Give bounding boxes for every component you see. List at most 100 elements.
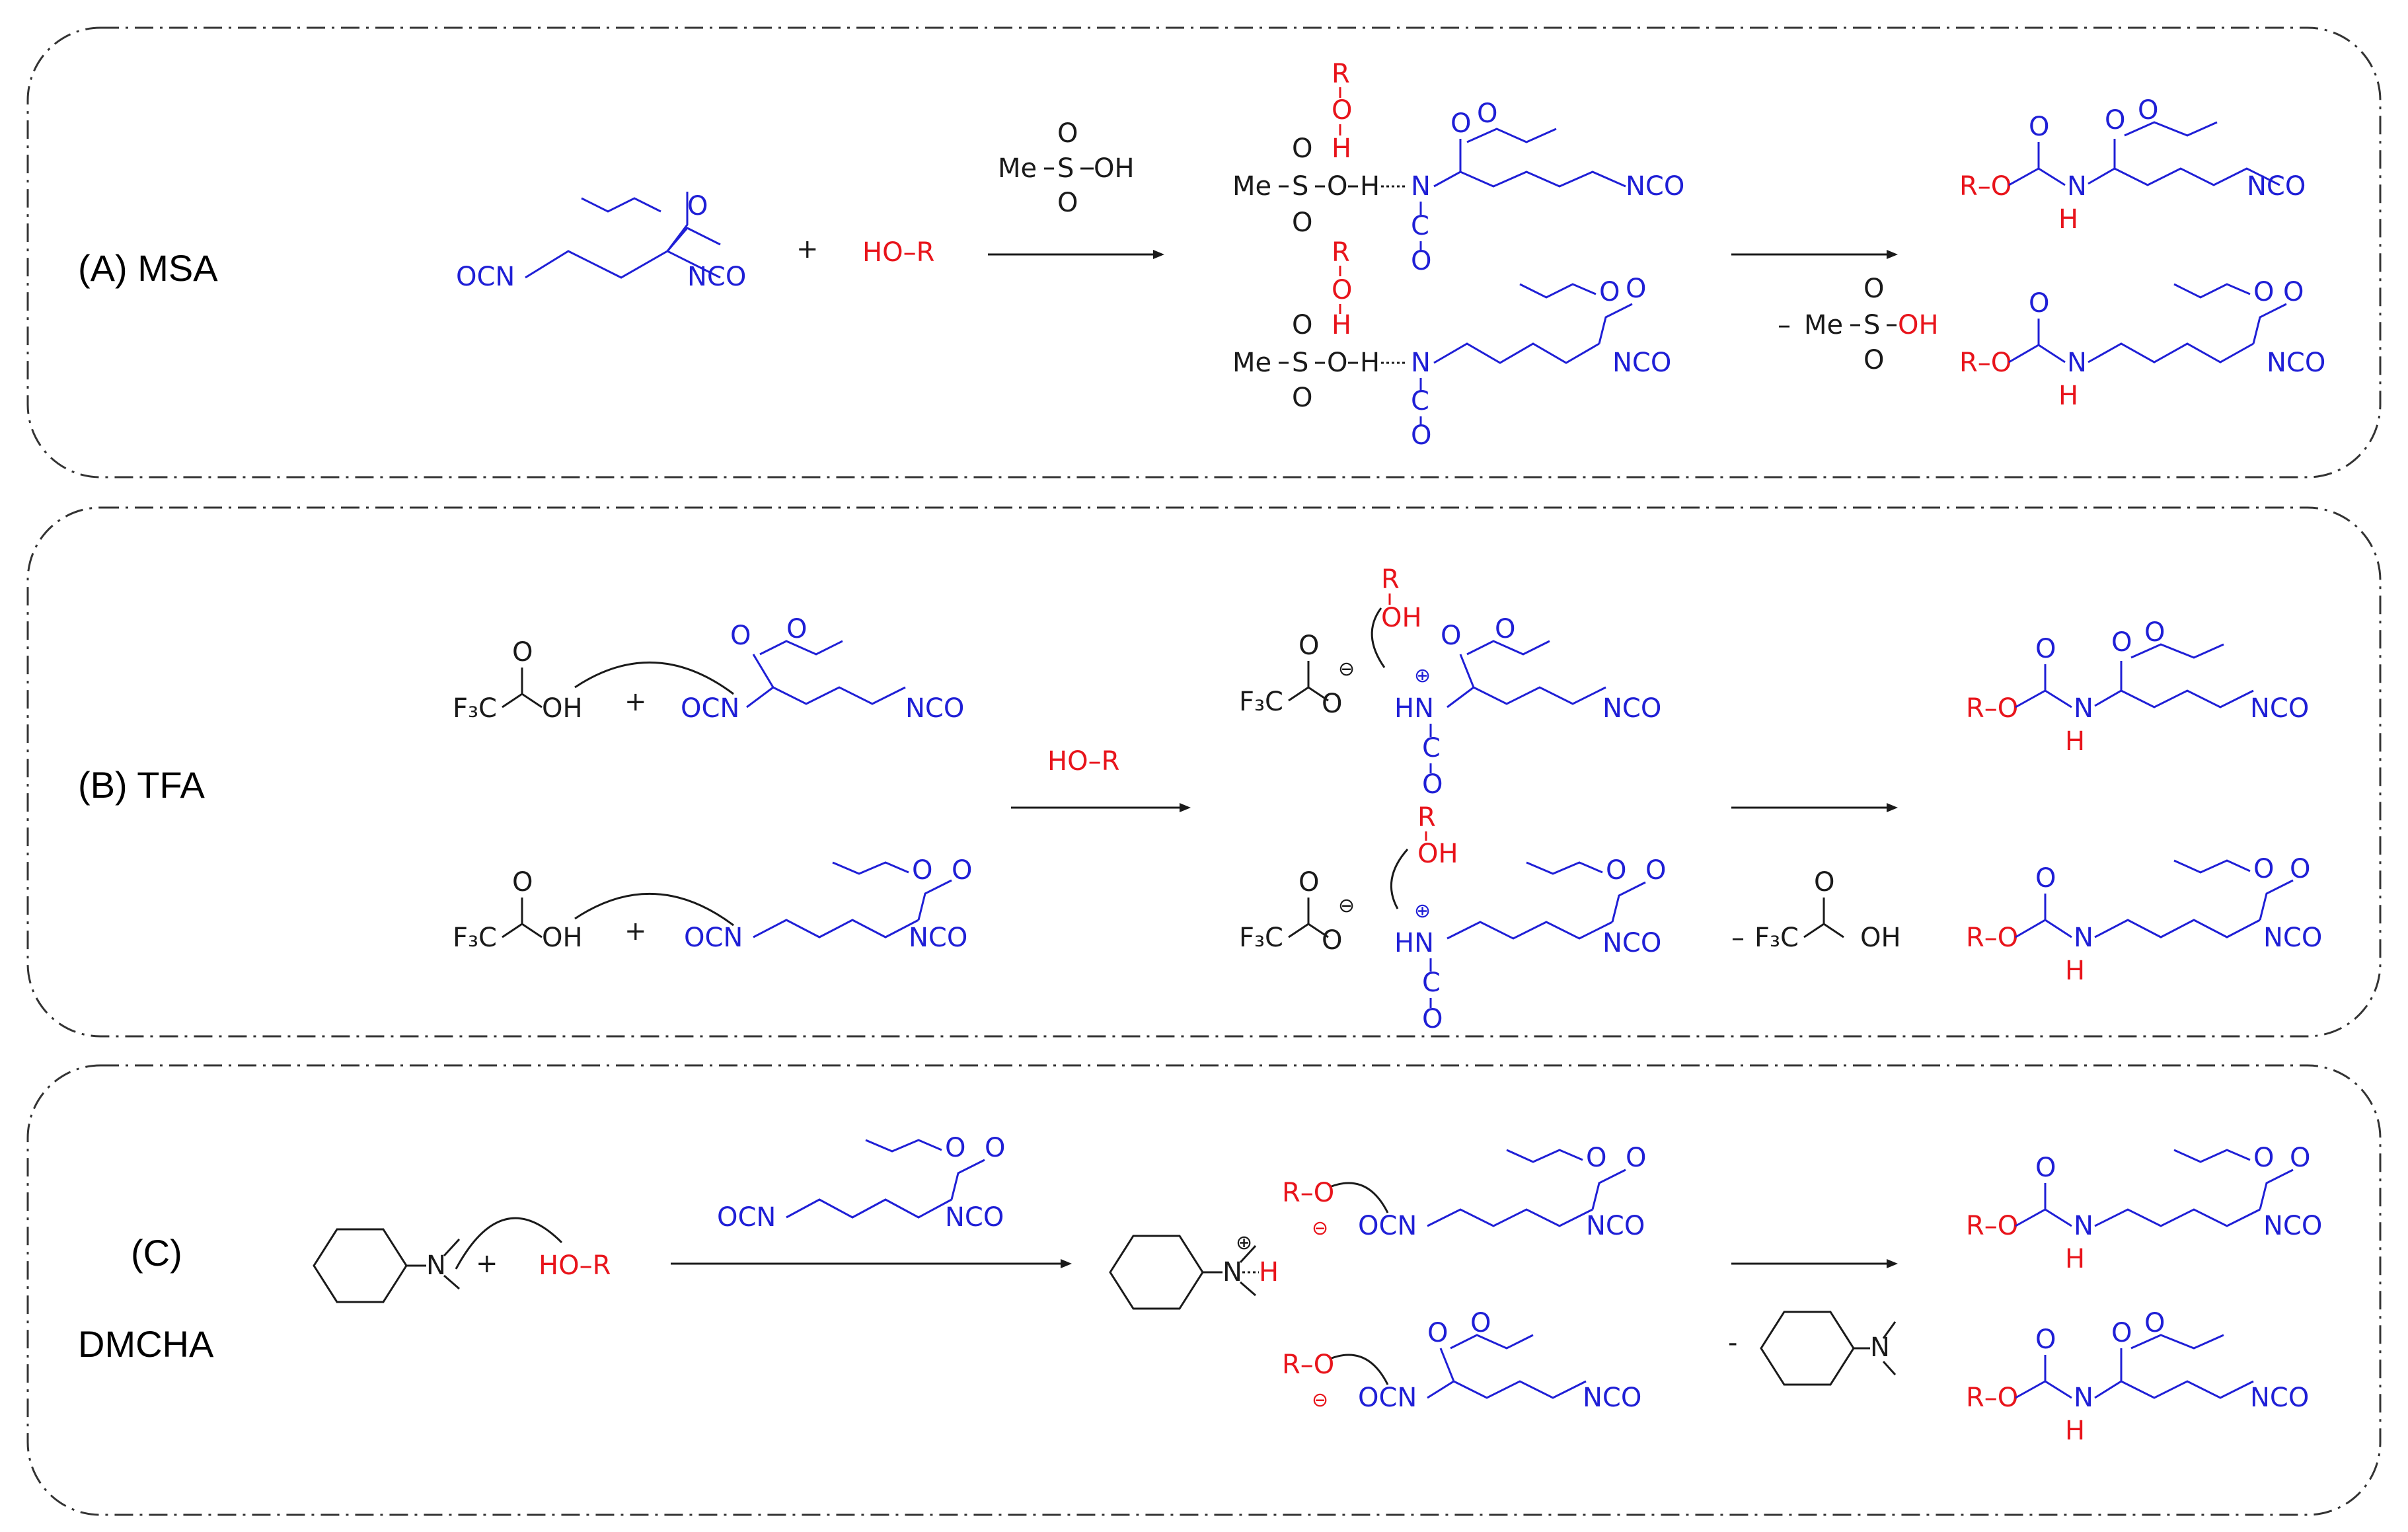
svg-text:O: O [1332,275,1352,305]
svg-text:O: O [1057,118,1078,149]
svg-text:⊕: ⊕ [1414,664,1431,687]
svg-text:O: O [1292,383,1312,413]
svg-text:O: O [2138,95,2158,126]
svg-text:R–O: R–O [1959,171,2012,202]
svg-text:O: O [1292,310,1312,340]
svg-text:N: N [2074,1383,2093,1413]
panel-b-intermediate-bottom: F₃C O O ⊖ R OH HN ⊕ C O O O NCO [1239,802,1666,1034]
svg-text:O: O [1606,855,1626,886]
svg-text:O: O [1322,925,1342,956]
panel-c-plus: + [476,1248,498,1279]
svg-text:R–O: R–O [1966,1211,2018,1241]
svg-text:O: O [2035,863,2056,894]
panel-c-intermediate-bottom: R–O ⊖ OCN O O NCO [1282,1308,1641,1413]
panel-c-protonated-dmcha: N ⊕ H [1109,1231,1279,1310]
svg-text:NCO: NCO [909,923,967,953]
svg-text:O: O [2035,1324,2056,1355]
svg-text:O: O [2105,105,2125,135]
svg-text:C: C [1422,733,1441,763]
svg-text:O: O [1814,867,1834,898]
svg-text:N: N [2074,693,2093,724]
svg-text:O: O [2144,1308,2165,1338]
panel-b-tfa-byproduct: – F₃C O OH [1731,867,1901,953]
panel-b-frame [26,506,2382,1038]
panel-b-arrowhead-1 [1180,803,1191,812]
panel-c-diisocyanate-above-arrow: OCN O O NCO [717,1133,1005,1233]
svg-text:OH: OH [1898,310,1939,340]
svg-text:O: O [2035,634,2056,664]
svg-text:NCO: NCO [905,693,964,724]
panel-b-arrowhead-2 [1887,803,1898,812]
panel-b-diisocyanate-top: OCN O O NCO [681,614,964,724]
svg-text:H: H [1332,310,1351,340]
svg-text:O: O [2283,277,2304,307]
svg-text:O: O [1599,277,1620,307]
svg-text:H: H [1332,134,1351,164]
svg-text:O: O [1450,108,1471,139]
svg-text:H: H [1360,171,1380,202]
svg-text:R–O: R–O [1959,348,2012,378]
svg-text:N: N [2074,1211,2093,1241]
svg-text:O: O [1422,769,1443,800]
svg-text:Me: Me [1804,310,1843,340]
panel-b-intermediate-top: F₃C O O ⊖ R OH HN ⊕ C O O O NCO [1239,564,1661,800]
svg-text:N: N [2074,923,2093,953]
svg-text:O: O [1327,348,1347,378]
svg-text:R–O: R–O [1966,1383,2018,1413]
svg-text:OCN: OCN [684,923,743,953]
svg-text:N: N [1411,171,1431,202]
svg-text:R: R [1332,237,1350,268]
svg-text:Me: Me [1232,348,1271,378]
panel-c-frame [26,1064,2382,1516]
panel-a-product-bottom: R–O O N H O O NCO [1959,277,2325,411]
svg-text:NCO: NCO [1626,171,1684,202]
svg-text:O: O [945,1133,965,1163]
panel-c-alcohol: HO–R [539,1250,611,1281]
svg-text:NCO: NCO [2250,1383,2309,1413]
svg-text:Me: Me [1232,171,1271,202]
panel-a-label: (A) MSA [78,247,218,289]
panel-a-msa-byproduct: – Me S O O OH [1778,274,1939,375]
svg-text:O: O [1441,621,1461,651]
panel-b-diisocyanate-bottom: OCN O O NCO [684,855,972,953]
svg-text:-: - [1728,1328,1737,1358]
panel-a-frame [26,26,2382,479]
svg-text:O: O [912,855,932,886]
svg-text:N: N [1870,1332,1890,1363]
svg-text:O: O [1292,134,1312,164]
svg-text:–: – [1731,923,1745,953]
svg-text:F₃C: F₃C [453,693,497,724]
panel-c-arrowhead-1 [1061,1259,1072,1268]
svg-text:NCO: NCO [1586,1211,1645,1241]
svg-text:O: O [1422,1004,1443,1034]
svg-text:NCO: NCO [1612,348,1671,378]
svg-text:O: O [1057,188,1078,218]
svg-text:NCO: NCO [2250,693,2309,724]
svg-text:O: O [2144,617,2165,648]
svg-text:O: O [952,855,972,886]
svg-text:F₃C: F₃C [1754,923,1799,953]
svg-text:Me: Me [998,153,1037,184]
svg-text:O: O [2029,288,2049,319]
svg-text:F₃C: F₃C [453,923,497,953]
svg-text:NCO: NCO [945,1202,1004,1233]
svg-text:OH: OH [1417,839,1458,869]
svg-text:OH: OH [542,693,583,724]
svg-text:O: O [512,867,533,898]
svg-text:O: O [2253,277,2274,307]
svg-text:HN: HN [1394,693,1434,724]
svg-text:HN: HN [1394,928,1434,958]
panel-b-tfa-top: F₃C O OH [453,637,734,724]
panel-b-plus-top: + [624,687,647,717]
panel-b-label: (B) TFA [78,764,206,806]
svg-text:H: H [2058,204,2078,235]
svg-text:N: N [2067,348,2087,378]
svg-text:N: N [1411,348,1431,378]
svg-text:OCN: OCN [717,1202,776,1233]
panel-a-msa-catalyst: Me S O O OH [998,118,1135,218]
svg-text:H: H [2065,956,2085,986]
svg-text:O: O [1292,208,1312,238]
svg-text:H: H [1259,1257,1279,1287]
svg-text:F₃C: F₃C [1239,687,1283,717]
svg-text:R–O: R–O [1966,693,2018,724]
